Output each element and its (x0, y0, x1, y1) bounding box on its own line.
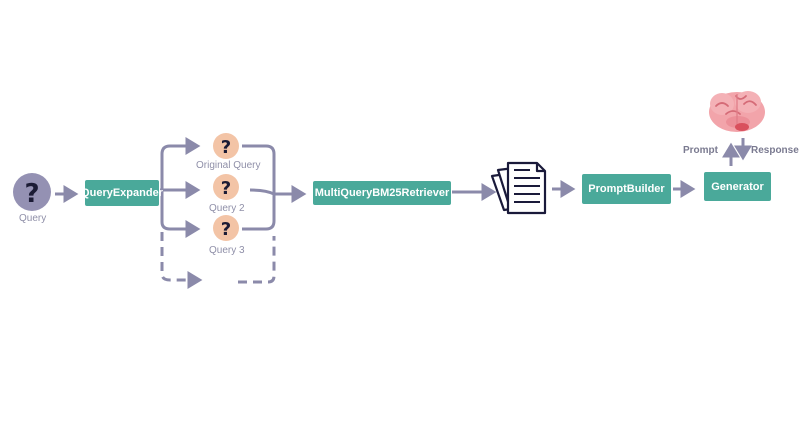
query-icon: ? (13, 173, 51, 211)
brain-icon (709, 91, 765, 132)
dashed-more-queries-return (238, 236, 276, 284)
prompt-builder-node: PromptBuilder (582, 174, 671, 204)
original-query-icon: ? (213, 133, 239, 159)
query-label: Query (19, 213, 47, 224)
merge-original (242, 144, 276, 194)
dashed-more-queries (160, 232, 203, 289)
query-2-label: Query 2 (209, 203, 245, 214)
svg-text:?: ? (24, 179, 39, 209)
svg-text:?: ? (221, 137, 231, 158)
query-3-icon: ? (213, 215, 239, 241)
query-3-label: Query 3 (209, 245, 245, 256)
merge-query3 (242, 194, 276, 231)
branch-query3 (160, 194, 201, 238)
query-2-icon: ? (213, 174, 239, 200)
original-query-label: Original Query (196, 160, 261, 171)
branch-original (160, 137, 201, 194)
response-label: Response (751, 145, 799, 156)
svg-text:?: ? (221, 219, 231, 240)
retriever-node: MultiQueryBM25Retriever (313, 181, 451, 205)
generator-node: Generator (704, 172, 771, 201)
documents-icon (490, 161, 547, 215)
query-expander-node: QueryExpander (81, 180, 163, 206)
merge-query2 (249, 188, 275, 196)
svg-text:?: ? (221, 178, 231, 199)
prompt-label: Prompt (683, 145, 718, 156)
